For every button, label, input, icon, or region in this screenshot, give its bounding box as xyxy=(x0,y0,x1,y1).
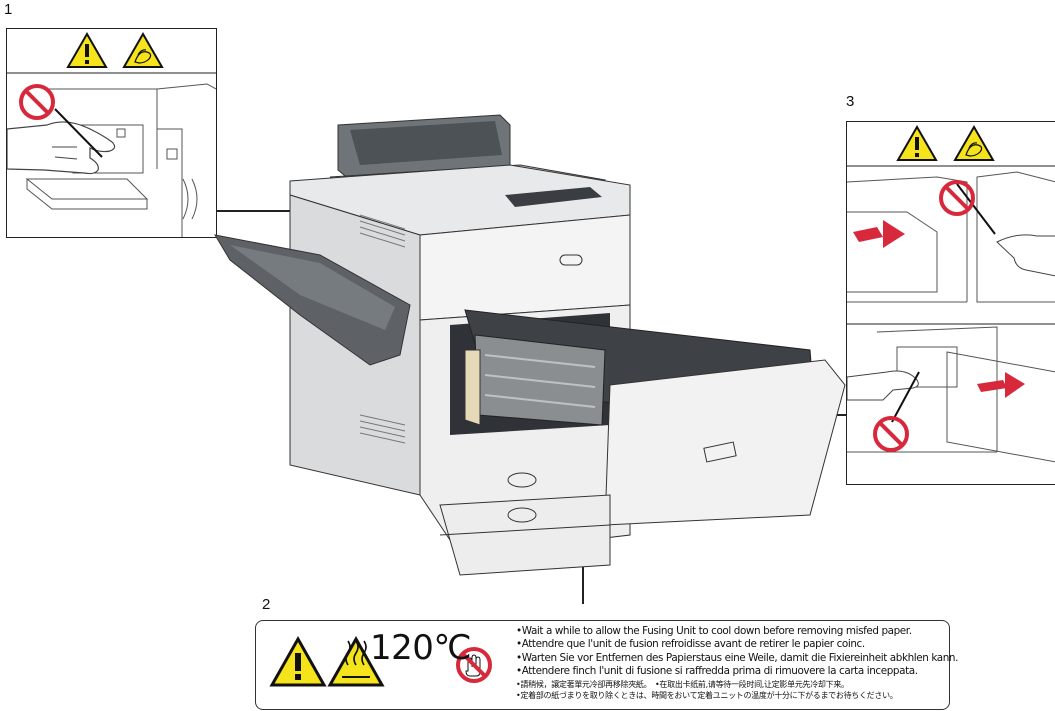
no-touch-icon xyxy=(873,416,909,452)
leader-line-1 xyxy=(215,210,315,212)
callout-number-1: 1 xyxy=(4,1,13,18)
no-touch-icon xyxy=(19,84,55,120)
no-touch-icon xyxy=(939,180,975,216)
fusing-temperature-value: 120℃ xyxy=(370,628,472,668)
warning-triangle-icon xyxy=(66,31,108,68)
hand-pinch-warning-icon xyxy=(122,31,164,68)
warning-triangle-icon xyxy=(269,635,327,687)
warning-line-en: •Wait a while to allow the Fusing Unit t… xyxy=(516,625,912,637)
fusing-warning-label xyxy=(255,620,950,710)
callout-number-2: 2 xyxy=(262,596,271,613)
callout-number-3: 3 xyxy=(846,93,855,110)
hand-pinch-warning-icon xyxy=(953,124,995,161)
warning-line-de: •Warten Sie vor Entfernen des Papierstau… xyxy=(516,651,959,664)
warning-triangle-icon xyxy=(896,124,938,161)
fusing-warning-text: •Wait a while to allow the Fusing Unit t… xyxy=(516,625,959,701)
inset-drawer-warning xyxy=(846,121,1055,485)
no-touch-icon xyxy=(456,647,492,683)
warning-line-fr: •Attendre que l'unit de fusion refroidis… xyxy=(516,638,865,651)
hot-surface-warning-icon xyxy=(327,635,385,687)
inset-rear-warning xyxy=(6,28,217,238)
warning-line-zh: •請稍候，讓定著單元冷卻再移除夾紙。 •在取出卡纸前,请等待一段时间,让定影单元… xyxy=(516,679,849,689)
warning-line-it: •Attendere finch l'unit di fusione si ra… xyxy=(516,665,918,678)
warning-line-ja: •定着部の紙づまりを取り除くときは、時間をおいて定着ユニットの温度が十分に下がる… xyxy=(516,690,898,700)
printer-illustration xyxy=(210,95,850,595)
